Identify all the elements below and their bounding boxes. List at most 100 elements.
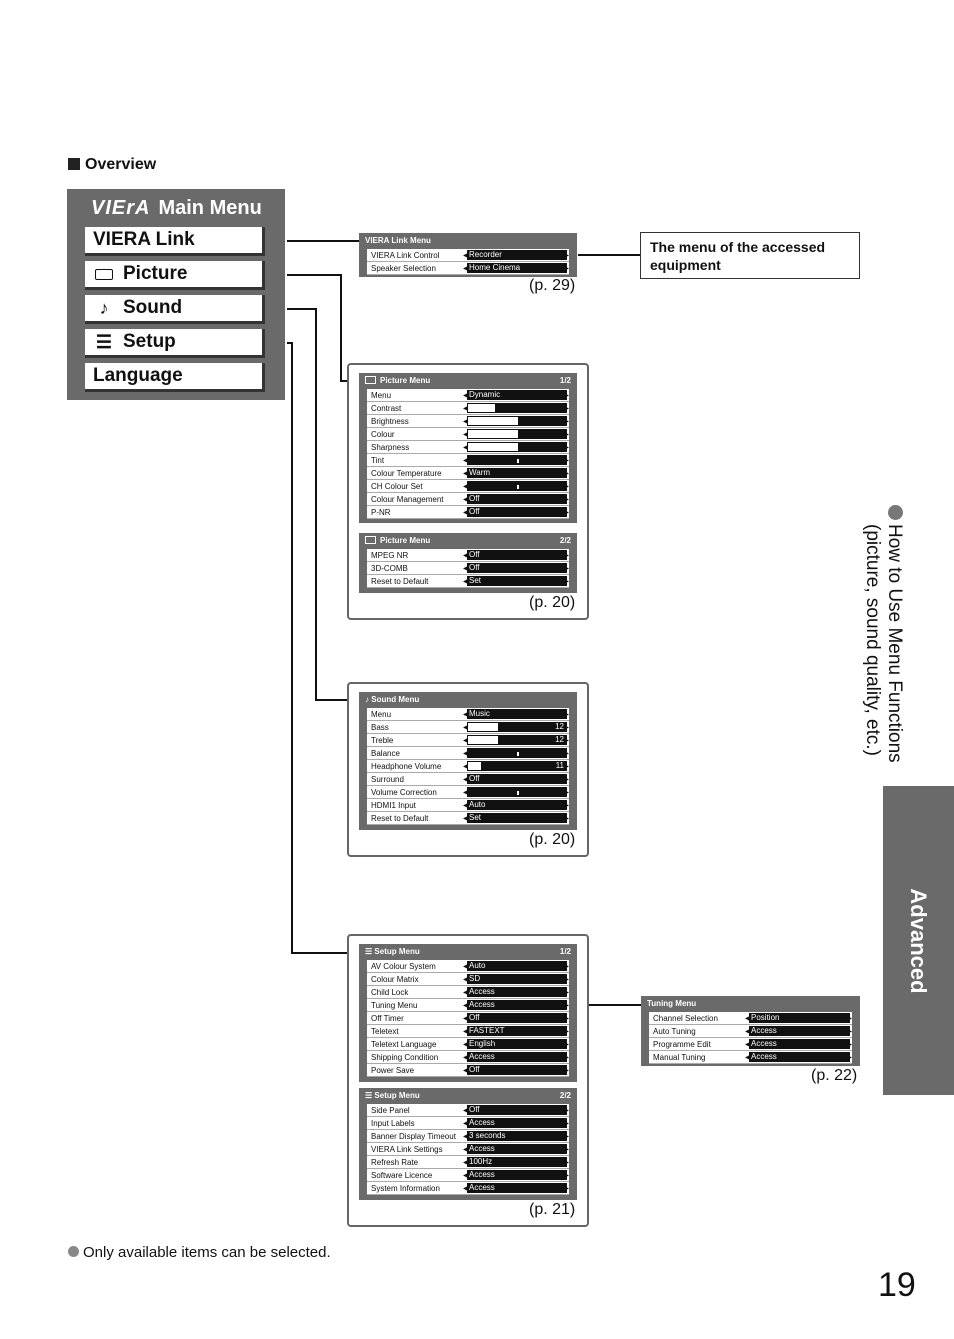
menu-row[interactable]: Colour Matrix◀SD▶: [367, 973, 569, 986]
menu-row[interactable]: Tuning Menu◀Access▶: [367, 999, 569, 1012]
menu-row[interactable]: Treble◀12▶: [367, 734, 569, 747]
menu-row[interactable]: Colour Temperature◀Warm▶: [367, 467, 569, 480]
menu-row-value: Off: [467, 1105, 567, 1115]
menu-row[interactable]: Menu◀Dynamic▶: [367, 389, 569, 402]
menu-row[interactable]: Reset to Default◀Set▶: [367, 812, 569, 825]
menu-row-label: Sharpness: [371, 443, 410, 452]
menu-rows: MPEG NR◀Off▶3D-COMB◀Off▶Reset to Default…: [367, 549, 569, 588]
menu-row-label: Headphone Volume: [371, 762, 442, 771]
menu-row-value: 12: [467, 735, 567, 745]
left-arrow-icon: ◀: [463, 419, 468, 425]
right-arrow-icon: ▶: [847, 1016, 852, 1022]
menu-item-picture[interactable]: Picture: [85, 261, 265, 290]
menu-row-label: Brightness: [371, 417, 409, 426]
menu-row[interactable]: Tint◀▶: [367, 454, 569, 467]
list-icon: ☰: [365, 1091, 375, 1100]
menu-row[interactable]: Teletext Language◀English▶: [367, 1038, 569, 1051]
left-arrow-icon: ◀: [463, 990, 468, 996]
menu-row[interactable]: Channel Selection◀Position▶: [649, 1012, 852, 1025]
left-arrow-icon: ◀: [463, 1147, 468, 1153]
menu-row[interactable]: Sharpness◀▶: [367, 441, 569, 454]
menu-row[interactable]: Banner Display Timeout◀3 seconds▶: [367, 1130, 569, 1143]
menu-row[interactable]: Input Labels◀Access▶: [367, 1117, 569, 1130]
menu-item-setup[interactable]: ☰Setup: [85, 329, 265, 358]
menu-row-label: 3D-COMB: [371, 564, 408, 573]
list-icon: ☰: [95, 331, 113, 352]
menu-row[interactable]: MPEG NR◀Off▶: [367, 549, 569, 562]
menu-row-value: 3 seconds: [467, 1131, 567, 1141]
menu-row[interactable]: Teletext◀FASTEXT▶: [367, 1025, 569, 1038]
menu-row[interactable]: Headphone Volume◀11▶: [367, 760, 569, 773]
menu-row-value: Off: [467, 507, 567, 517]
menu-item-sound[interactable]: ♪Sound: [85, 295, 265, 324]
menu-row-value: Access: [749, 1026, 850, 1036]
menu-row[interactable]: Auto Tuning◀Access▶: [649, 1025, 852, 1038]
menu-row[interactable]: Power Save◀Off▶: [367, 1064, 569, 1077]
right-arrow-icon: ▶: [564, 510, 569, 516]
menu-row[interactable]: Contrast◀▶: [367, 402, 569, 415]
menu-row-value: Music: [467, 709, 567, 719]
connector-line: [287, 342, 293, 344]
menu-row[interactable]: VIERA Link Control◀Recorder▶: [367, 249, 569, 262]
menu-row[interactable]: Bass◀12▶: [367, 721, 569, 734]
connector-line: [287, 308, 316, 310]
left-arrow-icon: ◀: [463, 484, 468, 490]
menu-row[interactable]: System Information◀Access▶: [367, 1182, 569, 1195]
menu-row[interactable]: Side Panel◀Off▶: [367, 1104, 569, 1117]
page-ref: (p. 20): [529, 594, 576, 611]
level-bar: [468, 736, 498, 744]
menu-row[interactable]: Speaker Selection◀Home Cinema▶: [367, 262, 569, 275]
menu-row[interactable]: Programme Edit◀Access▶: [649, 1038, 852, 1051]
panel-title: VIERA Link Menu: [365, 236, 431, 245]
menu-item-viera-link[interactable]: VIERA Link: [85, 227, 265, 256]
menu-row[interactable]: Colour Management◀Off▶: [367, 493, 569, 506]
menu-row[interactable]: Menu◀Music▶: [367, 708, 569, 721]
menu-row[interactable]: Refresh Rate◀100Hz▶: [367, 1156, 569, 1169]
left-arrow-icon: ◀: [463, 579, 468, 585]
menu-row[interactable]: AV Colour System◀Auto▶: [367, 960, 569, 973]
menu-row-label: Teletext: [371, 1027, 399, 1036]
menu-row[interactable]: HDMI1 Input◀Auto▶: [367, 799, 569, 812]
menu-row[interactable]: P-NR◀Off▶: [367, 506, 569, 519]
left-arrow-icon: ◀: [463, 393, 468, 399]
menu-row[interactable]: Surround◀Off▶: [367, 773, 569, 786]
menu-rows: VIERA Link Control◀Recorder▶ Speaker Sel…: [367, 249, 569, 275]
right-arrow-icon: ▶: [564, 712, 569, 718]
right-arrow-icon: ▶: [564, 816, 569, 822]
menu-row-value: SD: [467, 974, 567, 984]
menu-row[interactable]: Shipping Condition◀Access▶: [367, 1051, 569, 1064]
menu-row-value: Access: [467, 1118, 567, 1128]
right-arrow-icon: ▶: [564, 1186, 569, 1192]
menu-row[interactable]: Balance◀▶: [367, 747, 569, 760]
menu-row-value: Access: [467, 1052, 567, 1062]
menu-row[interactable]: Reset to Default◀Set▶: [367, 575, 569, 588]
menu-row-label: Channel Selection: [653, 1014, 718, 1023]
menu-row[interactable]: Software Licence◀Access▶: [367, 1169, 569, 1182]
left-arrow-icon: ◀: [463, 1016, 468, 1022]
right-arrow-icon: ▶: [564, 393, 569, 399]
menu-item-language[interactable]: Language: [85, 363, 265, 392]
menu-row[interactable]: VIERA Link Settings◀Access▶: [367, 1143, 569, 1156]
menu-row-value: English: [467, 1039, 567, 1049]
connector-line: [287, 274, 341, 276]
menu-row-value: Access: [467, 1144, 567, 1154]
menu-row[interactable]: Child Lock◀Access▶: [367, 986, 569, 999]
menu-row-label: Reset to Default: [371, 814, 429, 823]
menu-row[interactable]: Colour◀▶: [367, 428, 569, 441]
menu-row[interactable]: Volume Correction◀▶: [367, 786, 569, 799]
right-arrow-icon: ▶: [564, 1055, 569, 1061]
right-arrow-icon: ▶: [564, 1003, 569, 1009]
right-arrow-icon: ▶: [564, 990, 569, 996]
menu-row[interactable]: Manual Tuning◀Access▶: [649, 1051, 852, 1064]
menu-row[interactable]: Brightness◀▶: [367, 415, 569, 428]
menu-rows: Channel Selection◀Position▶Auto Tuning◀A…: [649, 1012, 852, 1064]
menu-row-label: Side Panel: [371, 1106, 410, 1115]
left-arrow-icon: ◀: [463, 1121, 468, 1127]
right-arrow-icon: ▶: [564, 497, 569, 503]
menu-row[interactable]: 3D-COMB◀Off▶: [367, 562, 569, 575]
menu-row[interactable]: Off Timer◀Off▶: [367, 1012, 569, 1025]
menu-row-label: AV Colour System: [371, 962, 436, 971]
menu-row-label: Colour: [371, 430, 395, 439]
menu-row[interactable]: CH Colour Set◀▶: [367, 480, 569, 493]
